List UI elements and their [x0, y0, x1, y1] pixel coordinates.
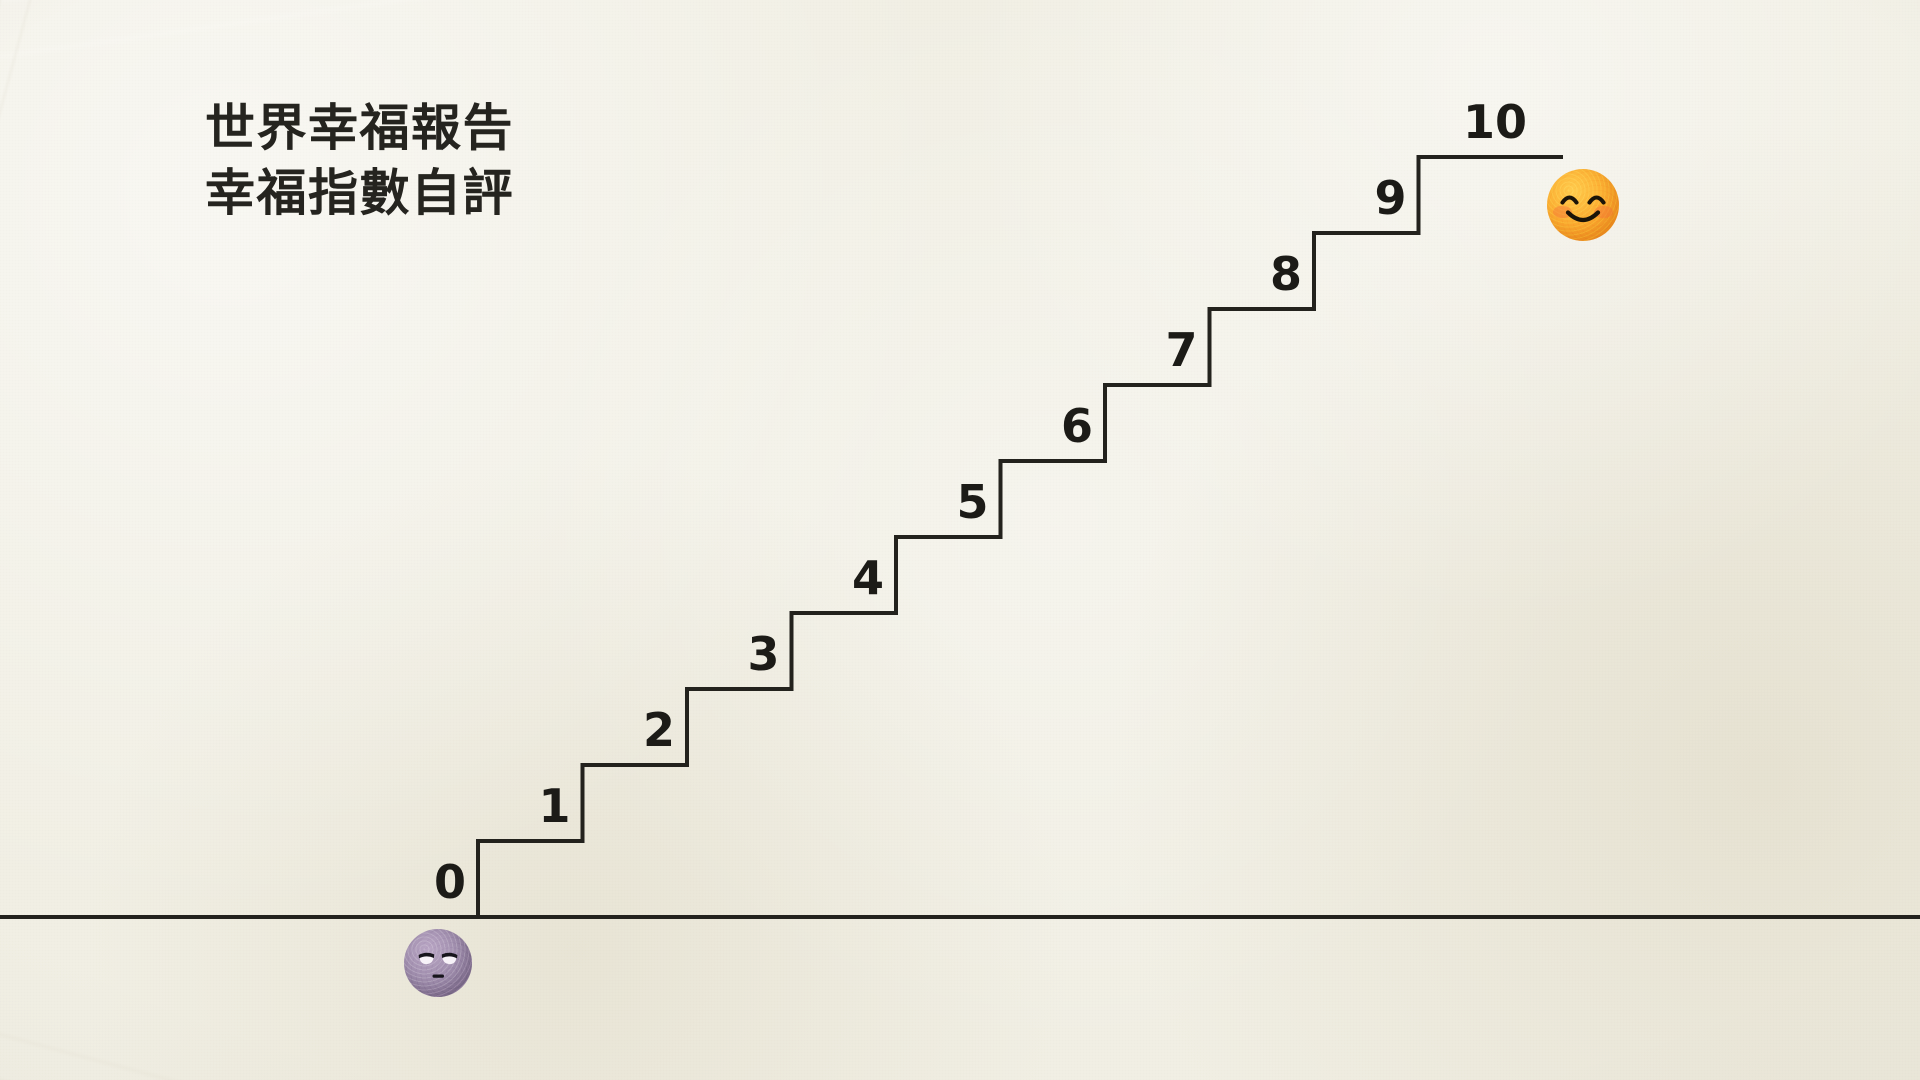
step-label-2: 2 — [642, 703, 676, 757]
title-line-2: 幸福指數自評 — [205, 164, 514, 222]
step-label-0: 0 — [433, 855, 467, 909]
step-label-8: 8 — [1269, 247, 1303, 301]
step-label-4: 4 — [851, 551, 885, 605]
step-label-9: 9 — [1374, 171, 1407, 225]
smiling-face-icon — [1547, 169, 1619, 241]
step-label-1: 1 — [538, 779, 571, 833]
page-title: 世界幸福報告 幸福指數自評 — [205, 96, 514, 226]
step-label-7: 7 — [1165, 323, 1198, 377]
step-label-3: 3 — [747, 627, 780, 681]
unamused-face-features — [418, 952, 458, 978]
unamused-face-icon — [404, 929, 472, 997]
staircase-outline — [476, 155, 1563, 917]
title-line-1: 世界幸福報告 — [205, 99, 514, 157]
step-label-6: 6 — [1060, 399, 1094, 453]
ground-baseline — [0, 915, 1920, 919]
smiling-face-features — [1553, 195, 1613, 223]
step-label-10: 10 — [1462, 95, 1528, 149]
step-label-5: 5 — [956, 475, 989, 529]
